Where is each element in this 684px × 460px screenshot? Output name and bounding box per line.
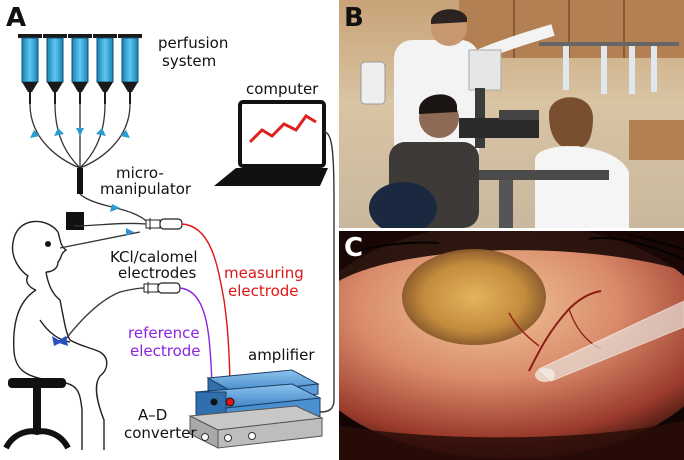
panel-c-letter: C — [344, 233, 363, 263]
syringe-3 — [68, 34, 92, 104]
kcl-label-line2: electrodes — [118, 264, 197, 282]
micromanipulator-arm — [79, 193, 151, 225]
subject-eye — [45, 241, 51, 247]
signal-trace — [248, 114, 317, 144]
micromanipulator-block — [66, 212, 84, 230]
electrode-cables — [59, 222, 147, 345]
amplifier-label: amplifier — [248, 346, 315, 364]
micromanipulator-label-line2: manipulator — [100, 180, 192, 198]
subject-outline — [11, 220, 108, 450]
panel-a-letter: A — [6, 3, 26, 33]
syringe-2 — [43, 34, 67, 104]
ad-converter-unit — [188, 405, 324, 449]
measuring-wire — [181, 223, 231, 399]
measuring-label-line2: electrode — [228, 282, 299, 300]
measuring-label-line1: measuring — [224, 264, 304, 282]
photo-eye-closeup — [339, 231, 684, 460]
photo-clinic-slit-lamp — [339, 0, 684, 228]
perfusion-label-line2: system — [162, 52, 216, 70]
panel-a: A — [3, 3, 335, 450]
syringe-4 — [93, 34, 117, 104]
data-cable — [319, 131, 335, 413]
syringe-bank — [18, 34, 142, 104]
ad-label-line1: A–D — [138, 406, 167, 424]
kcl-electrode-top — [145, 218, 183, 230]
stool — [3, 378, 71, 450]
flow-arrow-arm — [110, 204, 120, 212]
reference-label-line2: electrode — [130, 342, 201, 360]
laptop — [214, 100, 328, 186]
panel-c: C — [339, 231, 684, 460]
computer-label: computer — [246, 80, 319, 98]
syringe-1 — [18, 34, 42, 104]
kcl-electrode-bottom — [143, 282, 181, 294]
tube-manifold — [77, 168, 83, 194]
syringe-5 — [118, 34, 142, 104]
flow-arrows — [30, 128, 130, 138]
micromanipulator-label-line1: micro- — [116, 164, 164, 182]
panel-b-letter: B — [344, 3, 364, 33]
kcl-label-line1: KCl/calomel — [110, 248, 198, 266]
ad-label-line2: converter — [124, 424, 197, 442]
reference-electrode-on-arm — [52, 336, 68, 346]
perfusion-label-line1: perfusion — [158, 34, 228, 52]
panel-b: B — [339, 0, 684, 228]
reference-label-line1: reference — [128, 324, 200, 342]
flow-arrow-eye — [126, 228, 134, 236]
